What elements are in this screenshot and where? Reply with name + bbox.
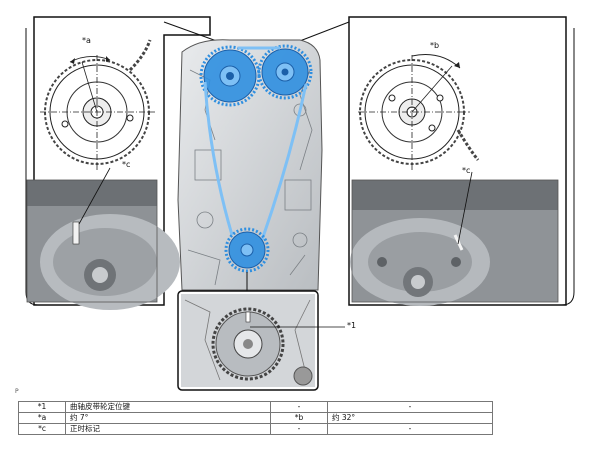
callout-1: *1 bbox=[347, 321, 357, 330]
callout-c-right: *c bbox=[462, 166, 471, 175]
timing-diagram-svg bbox=[25, 16, 575, 391]
legend-desc2: 约 32° bbox=[327, 412, 493, 424]
timing-chain bbox=[203, 46, 308, 241]
legend-key: *a bbox=[18, 412, 66, 424]
left-cam-sprocket bbox=[40, 39, 155, 170]
bottom-detail-panel bbox=[177, 272, 345, 391]
table-row: *1 曲轴皮带轮定位键 - - bbox=[18, 401, 493, 413]
callout-c-left: *c bbox=[122, 160, 131, 169]
left-detail-panel bbox=[25, 16, 211, 310]
legend-desc2: - bbox=[327, 401, 493, 413]
left-photo-inset bbox=[26, 179, 180, 310]
callout-a: *a bbox=[82, 36, 91, 45]
intake-cam-sprocket bbox=[199, 45, 261, 107]
right-photo-inset bbox=[350, 179, 559, 306]
right-cam-sprocket bbox=[358, 54, 480, 170]
legend-key2: - bbox=[270, 401, 328, 413]
engine-front-view bbox=[177, 39, 323, 291]
table-row: *a 约 7° *b 约 32° bbox=[18, 412, 493, 424]
legend-desc: 正时标记 bbox=[65, 423, 271, 435]
crank-sprocket bbox=[224, 227, 270, 273]
exhaust-cam-sprocket bbox=[257, 44, 313, 100]
right-detail-panel bbox=[348, 16, 575, 306]
legend-table: *1 曲轴皮带轮定位键 - - *a 约 7° *b 约 32° *c 正时标记… bbox=[18, 401, 493, 435]
legend-key2: *b bbox=[270, 412, 328, 424]
table-row: *c 正时标记 - - bbox=[18, 423, 493, 435]
legend-desc2: - bbox=[327, 423, 493, 435]
legend-desc: 约 7° bbox=[65, 412, 271, 424]
callout-b: *b bbox=[430, 41, 440, 50]
legend-key: *c bbox=[18, 423, 66, 435]
legend-key2: - bbox=[270, 423, 328, 435]
figure-id: P bbox=[15, 388, 19, 395]
timing-illustration: *a *b *c *c *1 bbox=[25, 16, 575, 391]
legend-key: *1 bbox=[18, 401, 66, 413]
legend-desc: 曲轴皮带轮定位键 bbox=[65, 401, 271, 413]
